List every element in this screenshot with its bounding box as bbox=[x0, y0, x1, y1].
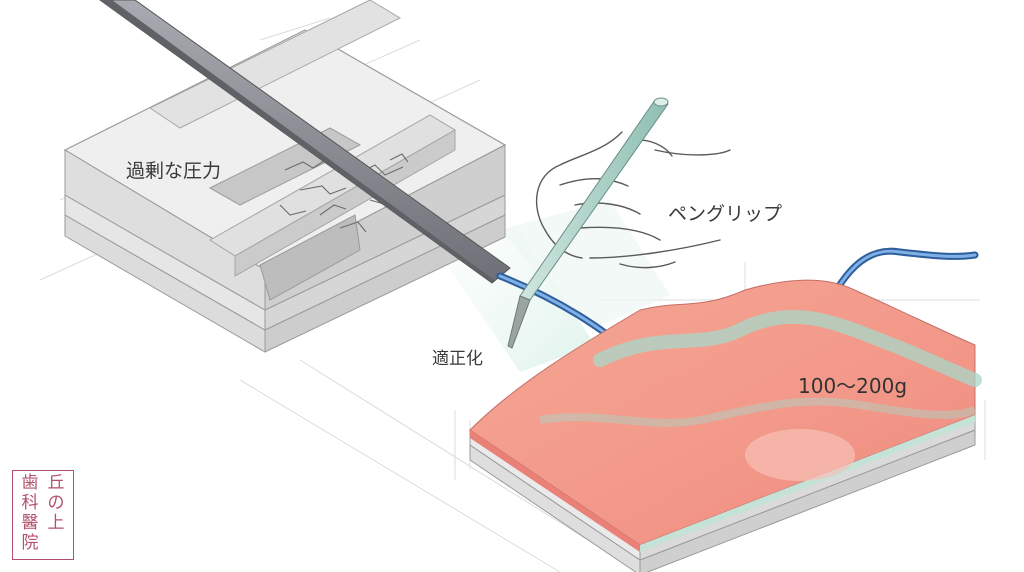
steel-bar-icon bbox=[99, 0, 511, 284]
pen-grip-label: ペングリップ bbox=[668, 203, 783, 225]
scaler-instrument-icon bbox=[507, 97, 669, 349]
seal-line-2: 歯科醫院 bbox=[21, 473, 39, 553]
force-range-label: 100〜200g bbox=[798, 374, 908, 398]
tissue-block bbox=[469, 279, 982, 572]
proper-zone-panel-back bbox=[500, 200, 670, 330]
clinic-seal-stamp: 丘の上 歯科醫院 bbox=[12, 470, 74, 560]
seal-line-1: 丘の上 bbox=[47, 473, 65, 533]
hand-sketch-icon bbox=[535, 131, 731, 269]
proper-label: 適正化 bbox=[432, 349, 483, 369]
excess-pressure-block bbox=[63, 0, 507, 353]
excess-pressure-label: 過剰な圧力 bbox=[126, 160, 222, 182]
